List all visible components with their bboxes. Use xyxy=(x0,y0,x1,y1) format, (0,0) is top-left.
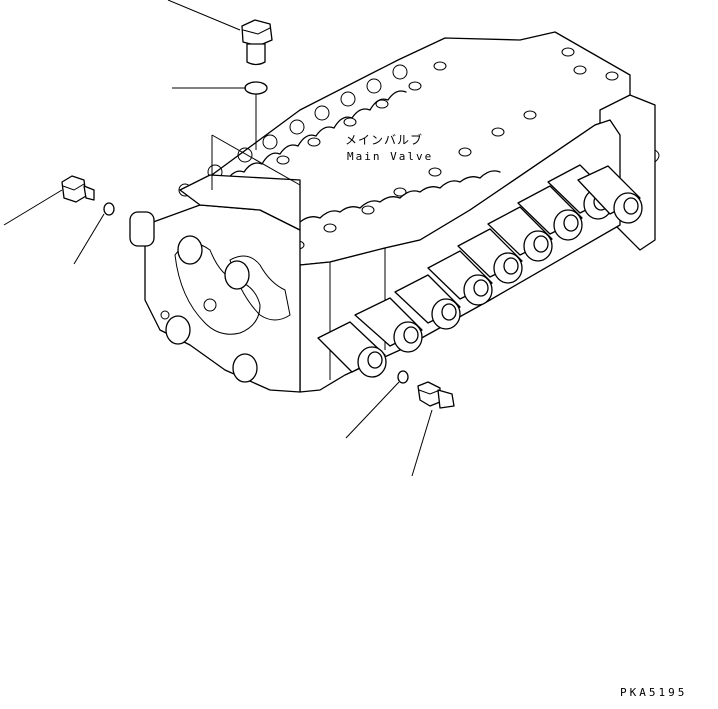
drawing-code: PKA5195 xyxy=(620,686,688,699)
spool-cap xyxy=(427,250,493,306)
spool-caps xyxy=(317,164,643,378)
spool-cap xyxy=(394,274,461,330)
spool-cap xyxy=(457,228,523,284)
spool-cap xyxy=(354,297,423,353)
o-ring-left xyxy=(103,202,115,216)
spool-cap xyxy=(317,321,387,378)
label-main-valve-jp: メインバルブ xyxy=(345,133,424,147)
leader-lines xyxy=(3,0,433,477)
spool-cap xyxy=(577,165,643,224)
spool-cap xyxy=(487,206,553,262)
label-main-valve-en: Main Valve xyxy=(347,150,434,163)
spool-cap xyxy=(517,185,583,241)
plug-bottom xyxy=(417,381,455,409)
bolt-top xyxy=(241,19,273,66)
end-cover xyxy=(129,174,301,393)
o-ring-bottom xyxy=(397,370,409,384)
o-ring-top xyxy=(244,81,268,95)
plug-left xyxy=(61,175,95,203)
